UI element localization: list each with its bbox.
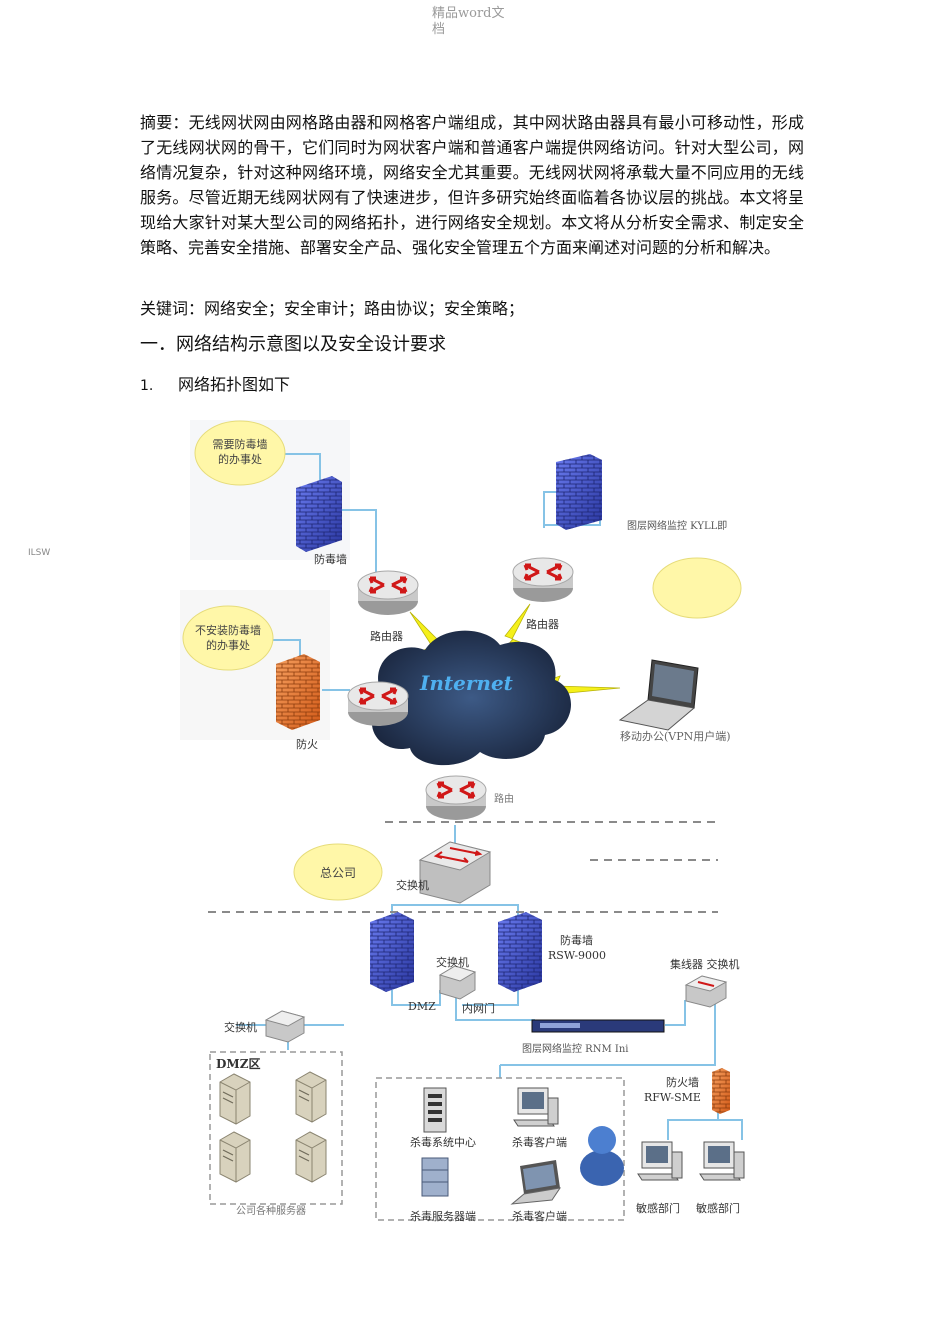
svg-text:需要防毒墙的办事处: 需要防毒墙的办事处	[213, 437, 268, 466]
sensitive-dept-1: 敏感部门	[636, 1141, 683, 1215]
mobile-laptop: 移动办公(VPN用户端)	[618, 659, 731, 743]
antivirus-zone: 杀毒系统中心 杀毒客户端 杀毒服务器端 杀毒客户端	[375, 1077, 625, 1223]
network-monitor-rack: 图层网络监控 RNM Ini	[522, 1019, 665, 1055]
av-client-pc-1: 杀毒客户端	[512, 1087, 567, 1149]
hq-bubble: 总公司	[293, 843, 383, 901]
svg-text:图层网络监控 RNM Ini: 图层网络监控 RNM Ini	[522, 1042, 628, 1055]
internet-cloud: Internet	[371, 630, 572, 766]
svg-text:DMZ: DMZ	[408, 1000, 436, 1013]
subsection-title: 网络拓扑图如下	[178, 375, 291, 394]
av-center-server: 杀毒系统中心	[410, 1087, 476, 1149]
connection-lines	[236, 453, 743, 1171]
branch-bubble	[652, 557, 742, 619]
section-heading: 一．网络结构示意图以及安全设计要求	[140, 334, 446, 355]
svg-text:敏感部门: 敏感部门	[636, 1201, 680, 1215]
av-server-rack: 杀毒服务器端	[410, 1157, 476, 1223]
svg-text:防火: 防火	[296, 737, 318, 751]
subsection-heading: 1. 网络拓扑图如下	[140, 373, 290, 398]
av-client-laptop: 杀毒客户端	[510, 1160, 567, 1223]
svg-text:敏感部门: 敏感部门	[696, 1201, 740, 1215]
svg-text:总公司: 总公司	[320, 866, 356, 880]
svg-text:路由: 路由	[494, 792, 514, 805]
office-with-av-bubble: 需要防毒墙的办事处	[194, 420, 286, 486]
office-no-av-bubble: 不安装防毒墙的办事处	[182, 605, 274, 671]
svg-text:交换机: 交换机	[396, 878, 429, 892]
subsection-number: 1.	[140, 378, 154, 394]
svg-text:集线器 交换机: 集线器 交换机	[670, 957, 740, 971]
av-firewall-top-left: 防毒墙	[296, 476, 347, 566]
svg-text:图层网络监控 KYLL即: 图层网络监控 KYLL即	[627, 519, 727, 532]
router-left	[346, 680, 410, 728]
abstract-paragraph: 摘要：无线网状网由网格路由器和网格客户端组成，其中网状路由器具有最小可移动性，形…	[140, 113, 804, 257]
switch-hub: 集线器 交换机	[670, 957, 740, 1008]
router-top-right: 路由器	[511, 556, 575, 631]
switch-left: 交换机	[224, 1010, 306, 1043]
av-firewall-top-right: 图层网络监控 KYLL即	[556, 454, 727, 532]
av-wall-rsw-left	[370, 912, 414, 992]
switch-main: 交换机	[396, 841, 492, 904]
svg-text:移动办公(VPN用户端): 移动办公(VPN用户端)	[620, 729, 731, 743]
watermark: 精品word文档	[432, 6, 505, 37]
svg-text:公司各种服务器: 公司各种服务器	[236, 1204, 306, 1217]
internet-label: Internet	[419, 671, 514, 695]
svg-text:路由器: 路由器	[370, 629, 403, 643]
firewall-orange-left: 防火	[276, 654, 320, 751]
svg-text:内网门: 内网门	[462, 1001, 495, 1015]
svg-text:DMZ区: DMZ区	[216, 1057, 260, 1071]
svg-text:不安装防毒墙的办事处: 不安装防毒墙的办事处	[195, 623, 261, 652]
router-top-left: 路由器	[356, 569, 420, 643]
user-icon	[580, 1126, 624, 1186]
stray-mark: ILSW	[28, 548, 51, 558]
svg-text:杀毒系统中心: 杀毒系统中心	[410, 1135, 476, 1149]
svg-text:路由器: 路由器	[526, 617, 559, 631]
svg-text:杀毒客户端: 杀毒客户端	[512, 1209, 567, 1223]
sensitive-dept-2: 敏感部门	[696, 1141, 745, 1215]
router-hq: 路由	[424, 774, 514, 822]
svg-text:杀毒客户端: 杀毒客户端	[512, 1135, 567, 1149]
svg-text:杀毒服务器端: 杀毒服务器端	[410, 1209, 476, 1223]
dmz-zone: DMZ区 公司各种服务器	[209, 1051, 343, 1217]
svg-text:防毒墙: 防毒墙	[314, 552, 347, 566]
dashed-separators	[208, 821, 718, 913]
svg-text:交换机: 交换机	[436, 955, 469, 969]
switch-dmz: 交换机 DMZ 内网门	[408, 955, 495, 1015]
svg-text:交换机: 交换机	[224, 1020, 257, 1034]
keywords-line: 关键词：网络安全；安全审计；路由协议；安全策略；	[140, 299, 525, 318]
